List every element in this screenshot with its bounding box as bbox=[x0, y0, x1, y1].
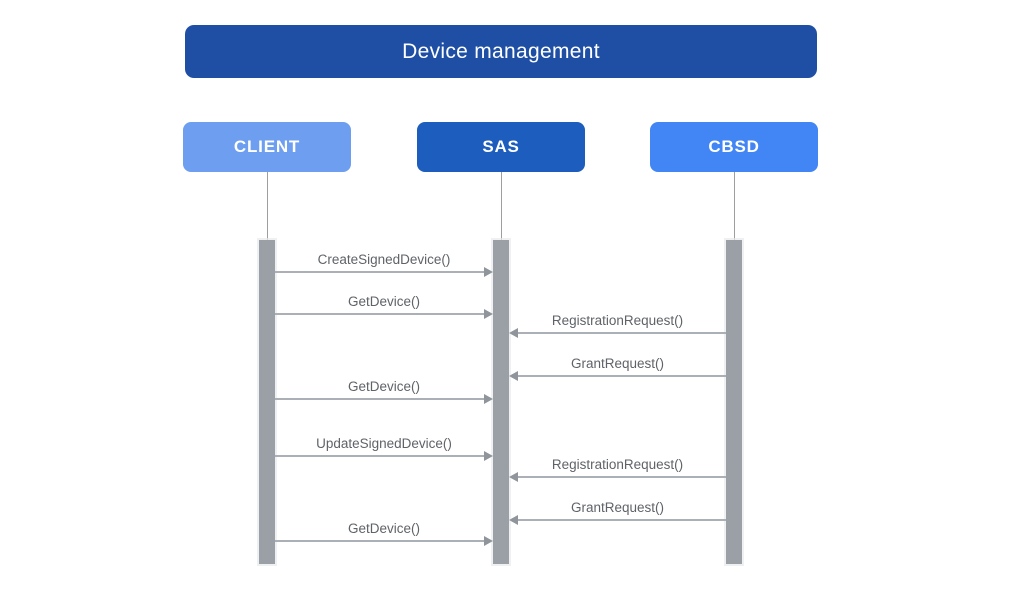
activation-bar-cbsd bbox=[726, 240, 742, 564]
message-label: GetDevice() bbox=[347, 521, 421, 536]
message-label: UpdateSignedDevice() bbox=[316, 436, 452, 451]
arrowhead-icon bbox=[484, 267, 493, 277]
message-line bbox=[517, 476, 726, 478]
lifeline-cbsd bbox=[734, 172, 735, 240]
message-label: GrantRequest() bbox=[570, 500, 665, 515]
diagram-title: Device management bbox=[402, 39, 600, 63]
actor-client: CLIENT bbox=[183, 122, 351, 172]
arrowhead-icon bbox=[509, 371, 518, 381]
actor-sas: SAS bbox=[417, 122, 585, 172]
actor-label: CLIENT bbox=[233, 137, 301, 156]
arrowhead-icon bbox=[509, 328, 518, 338]
message-line bbox=[517, 519, 726, 521]
message-label: GetDevice() bbox=[347, 294, 421, 309]
lifeline-client bbox=[267, 172, 268, 240]
actor-label: SAS bbox=[482, 137, 520, 156]
arrowhead-icon bbox=[509, 515, 518, 525]
arrowhead-icon bbox=[484, 451, 493, 461]
message-label: CreateSignedDevice() bbox=[317, 252, 451, 267]
diagram-title-banner: Device management bbox=[185, 25, 817, 78]
message-line bbox=[275, 455, 485, 457]
activation-bar-client bbox=[259, 240, 275, 564]
message-label: GetDevice() bbox=[347, 379, 421, 394]
message-label: RegistrationRequest() bbox=[551, 457, 684, 472]
message-line bbox=[517, 375, 726, 377]
actor-cbsd: CBSD bbox=[650, 122, 818, 172]
message-line bbox=[275, 540, 485, 542]
arrowhead-icon bbox=[484, 394, 493, 404]
arrowhead-icon bbox=[509, 472, 518, 482]
message-line bbox=[275, 271, 485, 273]
message-label: GrantRequest() bbox=[570, 356, 665, 371]
message-label: RegistrationRequest() bbox=[551, 313, 684, 328]
message-line bbox=[517, 332, 726, 334]
lifeline-sas bbox=[501, 172, 502, 240]
arrowhead-icon bbox=[484, 309, 493, 319]
message-line bbox=[275, 398, 485, 400]
arrowhead-icon bbox=[484, 536, 493, 546]
actor-label: CBSD bbox=[708, 137, 760, 156]
message-line bbox=[275, 313, 485, 315]
activation-bar-sas bbox=[493, 240, 509, 564]
